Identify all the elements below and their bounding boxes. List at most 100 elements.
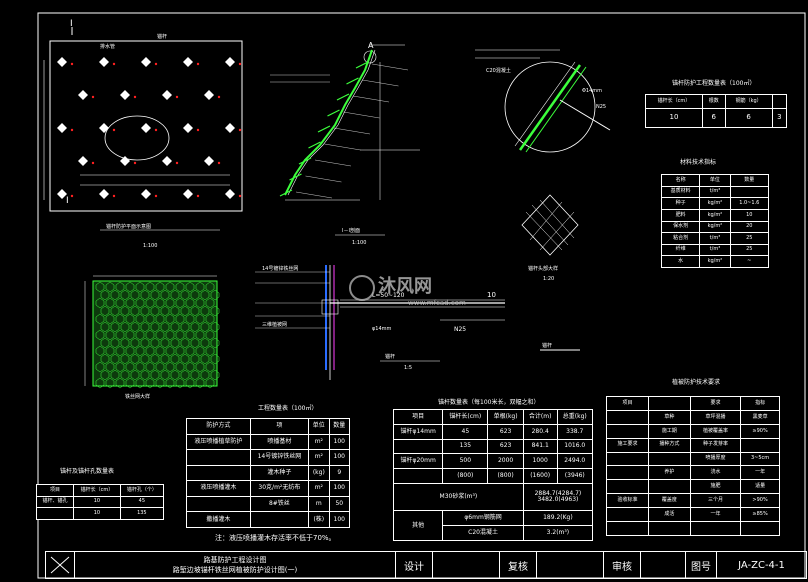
net-hex-cell bbox=[145, 297, 155, 309]
net-hex-cell bbox=[180, 289, 190, 301]
section-scale: 1:100 bbox=[352, 240, 366, 246]
net-hex-cell bbox=[130, 305, 140, 317]
net-hex-cell bbox=[115, 361, 125, 373]
net-hex-cell bbox=[200, 289, 210, 301]
tcell: ≥90% bbox=[740, 423, 780, 439]
side-detail-title: 锚杆 bbox=[385, 353, 395, 360]
tcell bbox=[647, 479, 691, 495]
tcell: φ6mm钢筋网 bbox=[442, 510, 524, 527]
tcell: 10 bbox=[645, 108, 703, 128]
tcell: 841.1 bbox=[522, 438, 558, 455]
net-hex-cell bbox=[175, 281, 185, 293]
plan-anchor-diamond bbox=[99, 57, 109, 67]
title-block: 路基防护工程设计图 路堑边坡锚杆铁丝网植被防护设计图(一) 设计 复核 审核 图… bbox=[45, 551, 807, 579]
net-hex-cell bbox=[120, 321, 130, 333]
net-hex-cell bbox=[195, 377, 205, 389]
net-hex-cell bbox=[165, 361, 175, 373]
net-hex-cell bbox=[155, 297, 165, 309]
net-hex-cell bbox=[190, 337, 200, 349]
net-hex-cell bbox=[140, 321, 150, 333]
net-hex-cell bbox=[200, 305, 210, 317]
tcell: 单位 bbox=[308, 418, 330, 435]
anchor-bar-size: φ14mm bbox=[372, 326, 392, 332]
net-hex-cell bbox=[105, 313, 115, 325]
tcell: t/m³ bbox=[699, 185, 731, 199]
net-hex-cell bbox=[150, 305, 160, 317]
net-hex-cell bbox=[130, 289, 140, 301]
net-hex-cell bbox=[95, 377, 105, 389]
plan-anchor-diamond bbox=[141, 189, 151, 199]
net-hex-cell bbox=[100, 305, 110, 317]
net-hex-cell bbox=[145, 281, 155, 293]
plan-drain-dot bbox=[238, 194, 242, 198]
net-hex-cell bbox=[180, 353, 190, 365]
net-hex-cell bbox=[140, 369, 150, 381]
net-hex-cell bbox=[155, 345, 165, 357]
net-hex-cell bbox=[190, 289, 200, 301]
tcell: 100 bbox=[328, 449, 351, 466]
plan-drain-dot bbox=[112, 194, 116, 198]
tcell: 其他 bbox=[392, 510, 444, 541]
detail-scale: 1:20 bbox=[543, 276, 554, 282]
net-hex-cell bbox=[210, 321, 220, 333]
net-hex-cell bbox=[110, 369, 120, 381]
slope-anchor-tick bbox=[308, 141, 321, 149]
tcell: 25 bbox=[729, 243, 769, 257]
tcell bbox=[606, 423, 649, 439]
net-hex-cell bbox=[135, 345, 145, 357]
tcell: 撒播灌木 bbox=[186, 511, 251, 528]
net-hex-cell bbox=[145, 377, 155, 389]
net-hex-cell bbox=[165, 329, 175, 341]
anchor-head-detail: C20混凝土 Φ14mm N25 bbox=[475, 49, 611, 153]
net-hex-cell bbox=[185, 361, 195, 373]
net-hex-cell bbox=[105, 345, 115, 357]
tcell: 肥料 bbox=[660, 208, 701, 222]
tcell: (1600) bbox=[522, 468, 558, 484]
net-hex-cell bbox=[95, 313, 105, 325]
tcell: 液压喷播灌木 bbox=[186, 480, 251, 497]
tcell bbox=[606, 465, 649, 481]
net-hex-cell bbox=[135, 297, 145, 309]
slope-anchor-tick bbox=[336, 93, 350, 101]
plan-anchor-diamond bbox=[78, 90, 88, 100]
net-hex-cell bbox=[155, 329, 165, 341]
net-hex-cell bbox=[155, 361, 165, 373]
net-hex-cell bbox=[195, 329, 205, 341]
net-hex-cell bbox=[160, 305, 170, 317]
plan-drain-dot bbox=[112, 128, 116, 132]
tcell bbox=[606, 479, 649, 495]
tcell: 6 bbox=[724, 108, 773, 128]
tcell: 9 bbox=[328, 464, 351, 482]
tcell: m² bbox=[308, 433, 330, 451]
tcell bbox=[606, 409, 649, 425]
anchor-sum-2: 3482.0(4963) bbox=[537, 496, 579, 504]
net-hex-cell bbox=[115, 281, 125, 293]
plan-anchor-diamond bbox=[57, 189, 67, 199]
tcell: 50 bbox=[328, 495, 351, 513]
anchor-side-detail: 14号镀锌铁丝网 三维植被网 L=50~120 10 φ14mm N25 锚杆 … bbox=[255, 265, 580, 380]
net-hex-cell bbox=[115, 345, 125, 357]
slope-anchor-bar bbox=[352, 95, 390, 103]
plan-anchor-diamond bbox=[183, 123, 193, 133]
plan-anchor-diamonds bbox=[57, 57, 242, 199]
tcell: kg/m² bbox=[699, 220, 731, 234]
net-hex-cell bbox=[135, 377, 145, 389]
title-drawing-name: 路堑边坡锚杆铁丝网植被防护设计图(一) bbox=[172, 566, 298, 574]
net-hex-cell bbox=[210, 369, 220, 381]
tcell: m² bbox=[308, 449, 330, 466]
net-hex-cell bbox=[150, 369, 160, 381]
tcell: 草种 bbox=[647, 409, 691, 425]
net-hex-cell bbox=[210, 337, 220, 349]
title-cross-icon bbox=[50, 556, 70, 574]
slope-anchor-tick bbox=[298, 157, 312, 165]
net-hex-cell bbox=[135, 281, 145, 293]
net-hex-cell bbox=[125, 313, 135, 325]
net-hex-cell bbox=[195, 297, 205, 309]
tcell bbox=[249, 511, 310, 528]
plan-drain-dot bbox=[175, 161, 179, 165]
plan-anchor-diamond bbox=[204, 90, 214, 100]
net-hex-cell bbox=[145, 361, 155, 373]
tcell: kg/m² bbox=[699, 208, 731, 222]
tcell: 100 bbox=[328, 480, 351, 497]
